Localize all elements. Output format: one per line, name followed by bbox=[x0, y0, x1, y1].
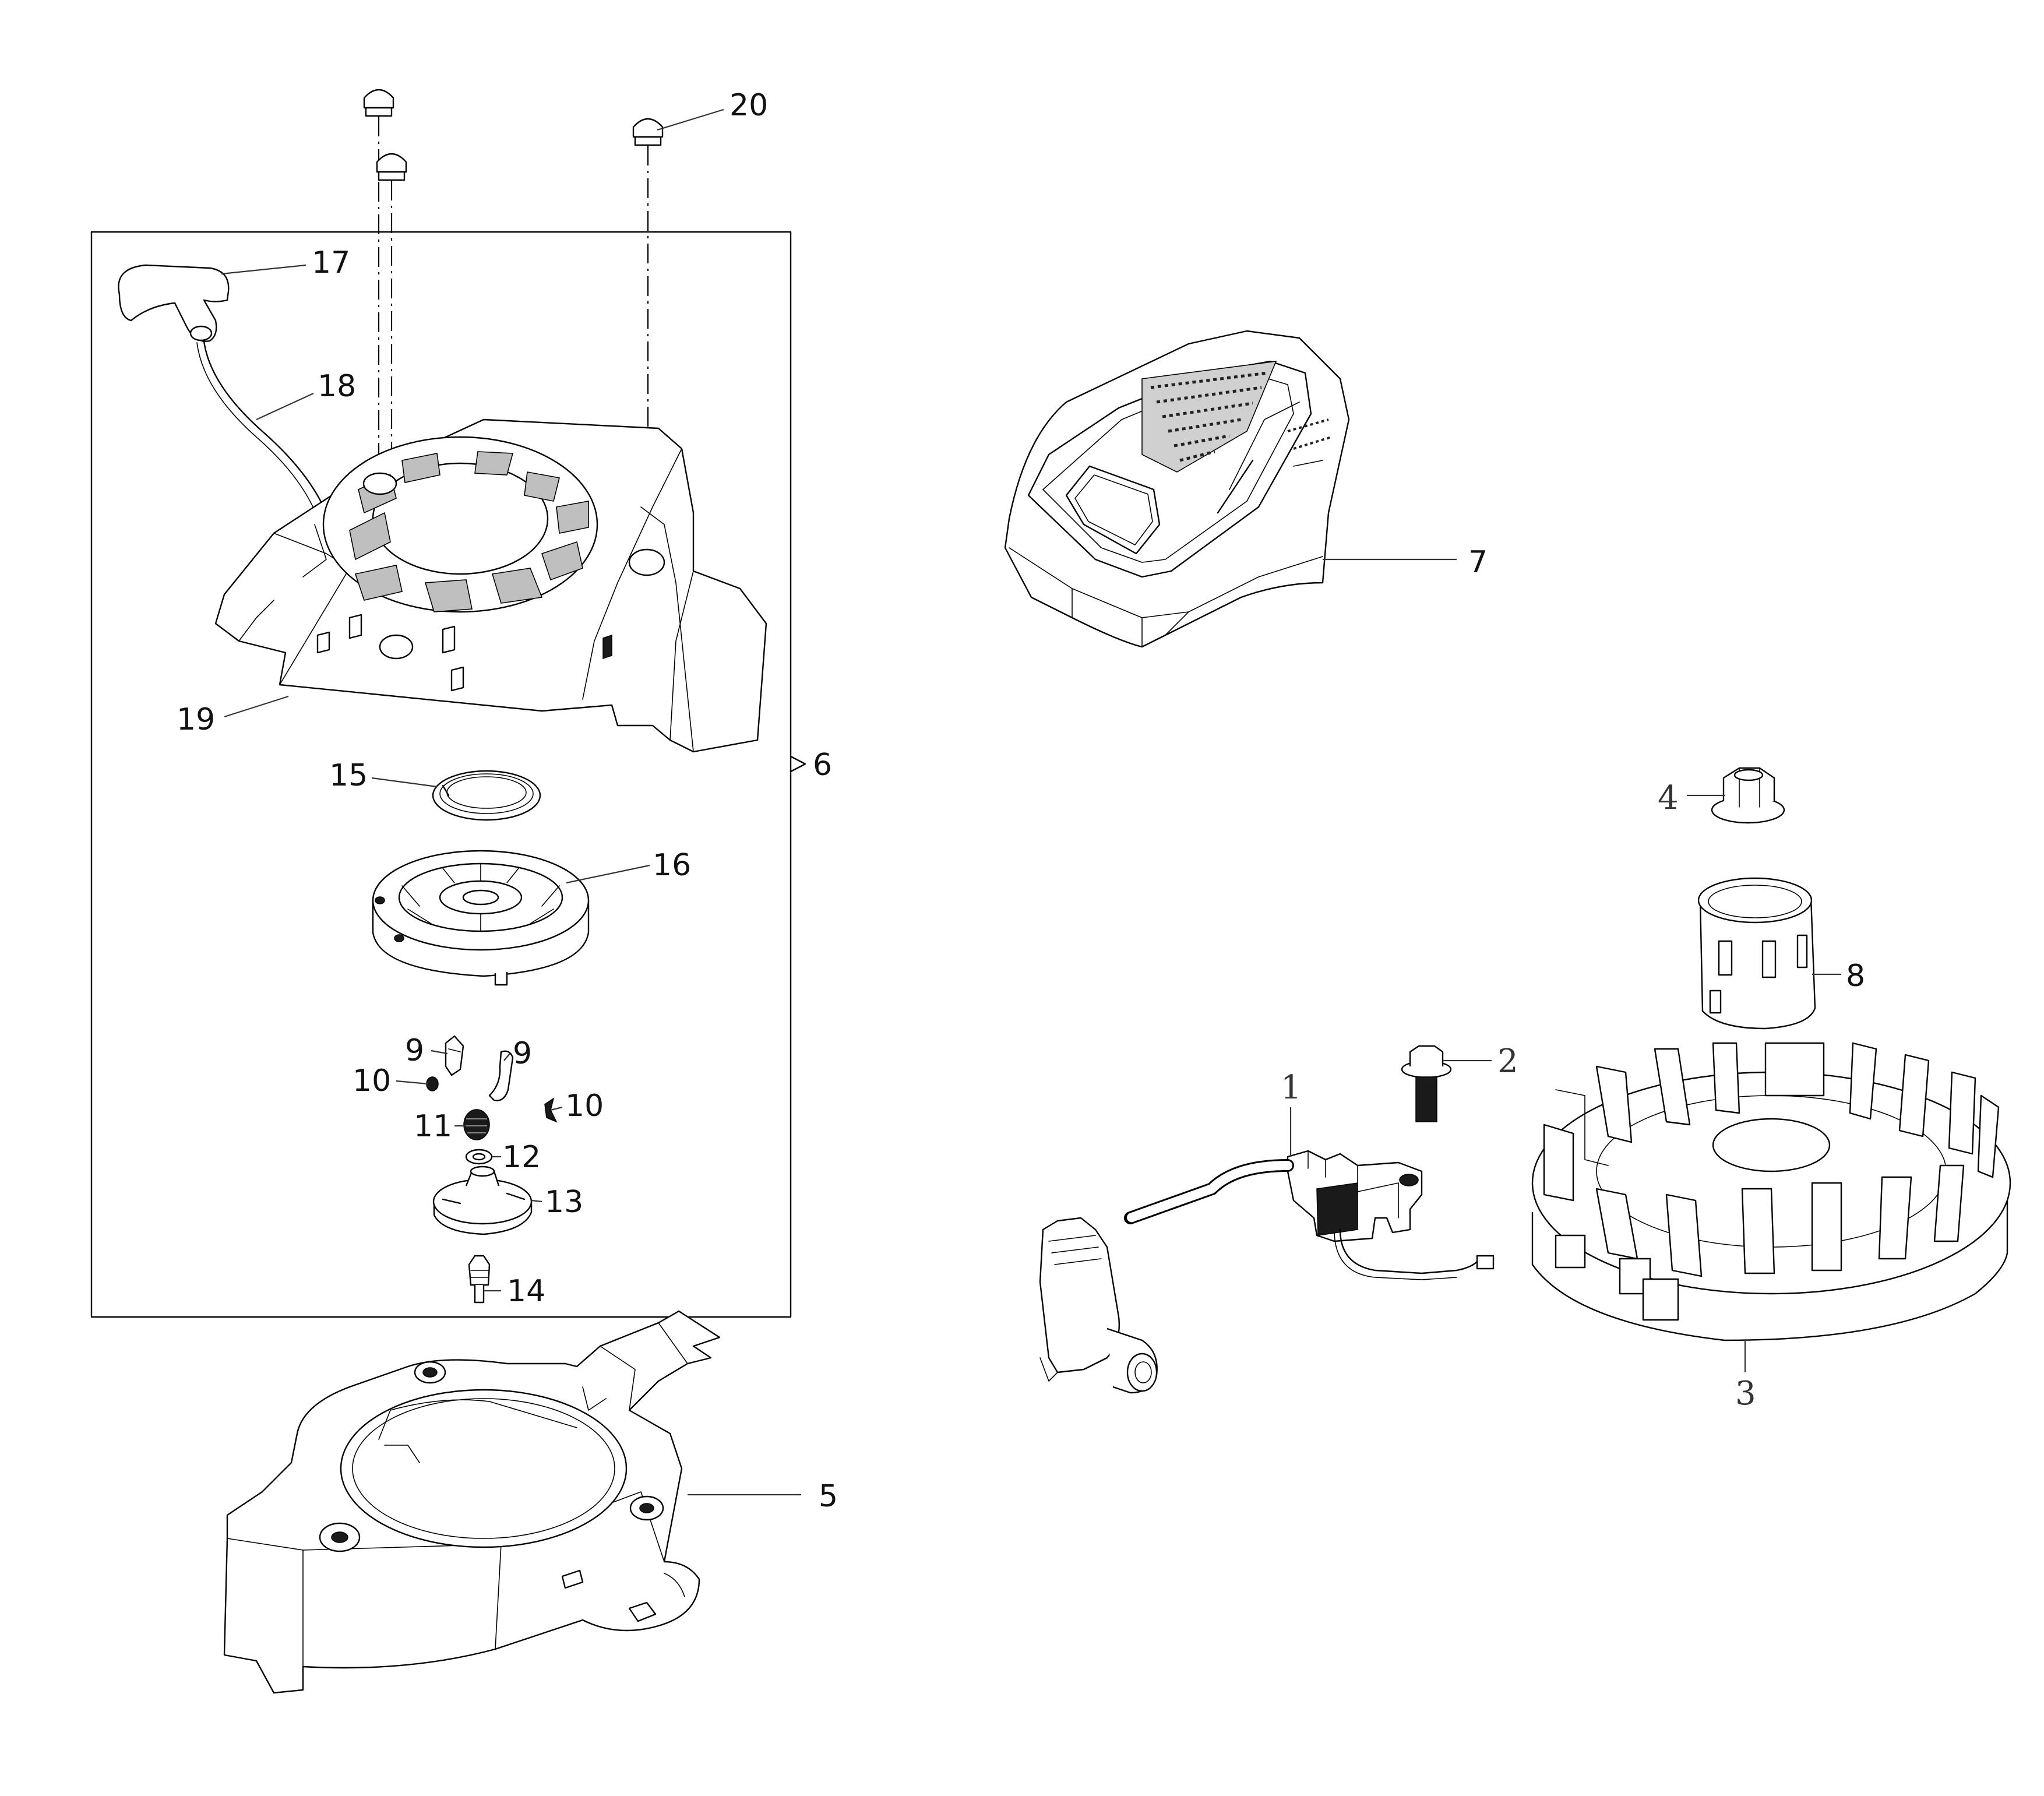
callout-20: 20 bbox=[730, 88, 768, 123]
ratchet-pawl-9a bbox=[445, 1035, 464, 1076]
callout-16: 16 bbox=[653, 848, 691, 883]
fan-housing-5 bbox=[223, 1310, 721, 1694]
callout-14: 14 bbox=[507, 1274, 545, 1309]
leader-lines bbox=[221, 108, 1841, 1496]
cap-nut-c bbox=[632, 118, 664, 146]
ratchet-13 bbox=[432, 1165, 533, 1235]
callout-15: 15 bbox=[329, 758, 368, 793]
ratchet-pawl-9b bbox=[488, 1050, 514, 1101]
callout-18: 18 bbox=[318, 369, 356, 404]
recoil-starter-group-box bbox=[90, 231, 806, 1318]
screw-14 bbox=[468, 1255, 491, 1304]
cap-nut-a bbox=[363, 89, 394, 117]
ignition-coil-1 bbox=[1039, 1150, 1495, 1394]
cover-grille bbox=[1141, 361, 1277, 473]
callout-3: 3 bbox=[1735, 1375, 1756, 1413]
callout-2: 2 bbox=[1497, 1043, 1518, 1080]
callout-9b: 9 bbox=[513, 1036, 532, 1071]
callout-12: 12 bbox=[502, 1140, 541, 1175]
ratchet-spring-11 bbox=[463, 1109, 490, 1140]
housing-vents bbox=[349, 451, 589, 612]
cap-nut-b bbox=[376, 153, 407, 181]
callout-11: 11 bbox=[414, 1109, 452, 1144]
starter-rope-18 bbox=[196, 340, 327, 518]
callout-17: 17 bbox=[312, 245, 350, 280]
callout-9a: 9 bbox=[405, 1033, 424, 1068]
callout-6: 6 bbox=[813, 748, 832, 783]
recoil-spring-15 bbox=[432, 770, 541, 821]
callout-10a: 10 bbox=[353, 1063, 391, 1098]
flange-bolt-2 bbox=[1401, 1045, 1452, 1122]
callout-13: 13 bbox=[545, 1185, 583, 1220]
starter-cup-8 bbox=[1697, 877, 1816, 1030]
washer-12 bbox=[465, 1149, 493, 1165]
callout-10b: 10 bbox=[565, 1089, 604, 1124]
starter-housing-19 bbox=[214, 418, 767, 753]
engine-cover-7 bbox=[1004, 330, 1350, 648]
flywheel-fins bbox=[1543, 1042, 2000, 1277]
callout-7: 7 bbox=[1468, 545, 1488, 580]
callout-8: 8 bbox=[1846, 959, 1865, 994]
callout-19: 19 bbox=[177, 702, 215, 737]
flywheel-nut-4 bbox=[1711, 767, 1785, 824]
callout-5: 5 bbox=[819, 1479, 838, 1514]
callout-labels: 20 17 18 19 6 15 16 9 9 10 10 11 12 13 1… bbox=[177, 88, 1865, 1514]
callout-4: 4 bbox=[1658, 779, 1679, 817]
rope-pulley-16 bbox=[372, 850, 590, 986]
callout-1: 1 bbox=[1281, 1069, 1302, 1107]
starter-grip-17 bbox=[118, 264, 230, 342]
flywheel-3 bbox=[1531, 1042, 2011, 1341]
